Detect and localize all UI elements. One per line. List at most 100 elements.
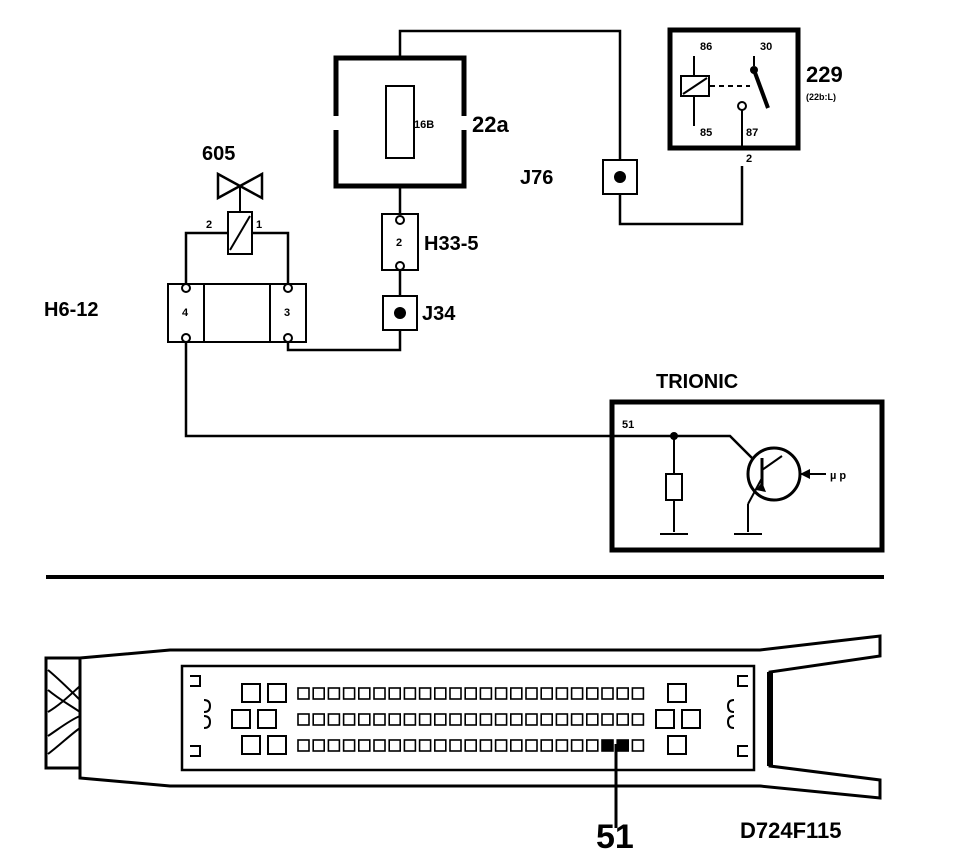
relay-contact-87 xyxy=(737,101,747,111)
connector-pin xyxy=(570,713,584,726)
connector-pin xyxy=(449,713,462,726)
connector-pin-51 xyxy=(601,739,614,752)
ecu-connector-drawing: 51 D724F115 xyxy=(44,634,882,856)
valve-symbol-right xyxy=(237,171,264,201)
connector-pin xyxy=(312,739,326,752)
relay-label: 229 xyxy=(806,62,843,87)
connector-pin xyxy=(464,713,478,726)
connector-pin-label: 51 xyxy=(596,818,634,856)
connector-pin xyxy=(403,739,417,752)
connector-pin xyxy=(449,739,462,752)
connector-pin xyxy=(585,713,599,726)
fuse-value-label: 16B xyxy=(414,119,434,131)
connector-pin xyxy=(525,687,538,700)
connector-pin xyxy=(494,713,508,726)
connector-pin xyxy=(327,739,341,752)
ecu-transistor xyxy=(746,446,802,502)
connector-pin xyxy=(555,687,569,700)
j34-label: J34 xyxy=(422,303,456,325)
fuse-element xyxy=(385,85,415,159)
connector-pin xyxy=(479,713,493,726)
connector-pin xyxy=(357,713,371,726)
connector-pin xyxy=(540,713,554,726)
splice-j76: J76 xyxy=(520,159,638,195)
connector-pin xyxy=(494,687,508,700)
relay-sub-label: (22b:L) xyxy=(806,92,836,102)
relay-pin-85-label: 85 xyxy=(700,127,712,139)
valve-pin-right-label: 1 xyxy=(256,219,262,231)
connector-pin xyxy=(494,739,508,752)
connector-pin xyxy=(388,713,402,726)
connector-pin xyxy=(555,739,569,752)
connector-pin xyxy=(525,739,538,752)
h33-label: H33-5 xyxy=(424,233,478,255)
connector-pin xyxy=(297,739,310,752)
j34-dot xyxy=(394,307,406,319)
ecu-resistor xyxy=(665,473,683,501)
wire-j76-relay xyxy=(618,166,744,226)
relay-229: 86 30 85 87 229 (22b:L) 2 xyxy=(667,27,843,165)
connector-pin xyxy=(342,687,356,700)
connector-pin xyxy=(631,713,645,726)
connector-pin xyxy=(631,687,645,700)
relay-out-pin-label: 2 xyxy=(746,153,752,165)
connector-pin xyxy=(555,713,569,726)
connector-pin xyxy=(570,739,584,752)
relay-pin-30-label: 30 xyxy=(760,41,772,53)
connector-pin xyxy=(540,687,554,700)
connector-pin xyxy=(373,739,386,752)
cable-bundle xyxy=(44,656,82,770)
fuse-box-22a: 16B 22a xyxy=(330,55,509,189)
connector-pin xyxy=(479,687,493,700)
connector-pin xyxy=(388,739,402,752)
h6-pin-left-label: 4 xyxy=(182,307,189,319)
relay-pin-86-label: 86 xyxy=(700,41,712,53)
connector-pin xyxy=(479,739,493,752)
connector-pin xyxy=(373,687,386,700)
connector-pin xyxy=(464,739,478,752)
valve-605: 605 2 1 xyxy=(202,143,264,255)
connector-pin xyxy=(540,739,554,752)
connector-pin xyxy=(418,739,432,752)
connector-h33-5: 2 H33-5 xyxy=(381,213,478,271)
connector-pin xyxy=(601,687,614,700)
connector-pin xyxy=(631,739,645,752)
relay-pin-87-label: 87 xyxy=(746,127,758,139)
connector-pin xyxy=(418,687,432,700)
connector-pin xyxy=(525,713,538,726)
fuse-box-label: 22a xyxy=(472,112,509,137)
connector-pin xyxy=(585,687,599,700)
connector-pin xyxy=(312,687,326,700)
relay-contact-arm xyxy=(752,69,770,109)
connector-pin-grid xyxy=(297,687,645,752)
connector-h6-12: 4 3 H6-12 xyxy=(44,283,307,343)
connector-pin xyxy=(388,687,402,700)
valve-label: 605 xyxy=(202,143,235,165)
h33-pin-label: 2 xyxy=(396,237,402,249)
connector-pin xyxy=(616,713,630,726)
ecu-pin-label: 51 xyxy=(622,419,634,431)
connector-pin xyxy=(601,713,614,726)
connector-pin xyxy=(509,713,523,726)
wire-h6-valve-right xyxy=(252,231,290,284)
connector-pin xyxy=(464,687,478,700)
h6-label: H6-12 xyxy=(44,299,98,321)
connector-pin xyxy=(357,687,371,700)
wire-j34-h6 xyxy=(286,330,402,352)
connector-pin xyxy=(297,687,310,700)
connector-pin xyxy=(403,713,417,726)
connector-pin xyxy=(342,713,356,726)
j76-dot xyxy=(614,171,626,183)
connector-pin-51 xyxy=(616,739,630,752)
connector-pin xyxy=(342,739,356,752)
h6-pin-right-label: 3 xyxy=(284,307,290,319)
connector-pin xyxy=(373,713,386,726)
connector-pin xyxy=(585,739,599,752)
valve-pin-left-label: 2 xyxy=(206,219,212,231)
connector-pin xyxy=(297,713,310,726)
connector-pin xyxy=(357,739,371,752)
connector-pin xyxy=(327,687,341,700)
valve-symbol-left xyxy=(216,171,243,201)
ecu-label: TRIONIC xyxy=(656,371,738,393)
connector-pin xyxy=(433,713,447,726)
